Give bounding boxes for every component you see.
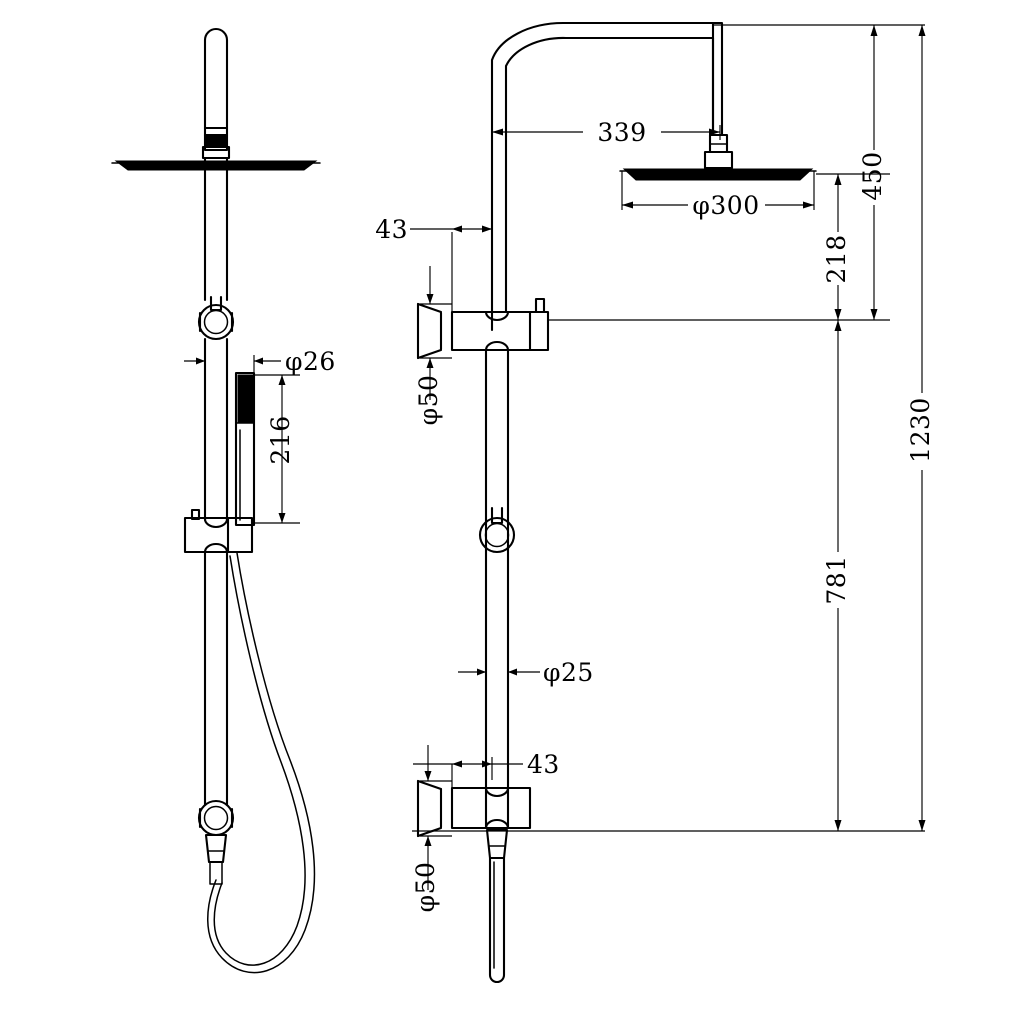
arrowhead-218-bottom bbox=[834, 309, 842, 320]
arrowhead-450-bottom bbox=[870, 309, 878, 320]
side-hose-inner bbox=[213, 555, 306, 966]
front-upper-bracket-saddle-bottom bbox=[484, 341, 510, 352]
arrowhead-339-left bbox=[492, 128, 503, 136]
label-rail-diameter: φ25 bbox=[543, 658, 594, 687]
side-holder-saddle-top bbox=[203, 517, 229, 528]
arrowhead-43u-left bbox=[482, 225, 492, 233]
arrowhead-43u-right bbox=[452, 225, 462, 233]
front-gooseneck-outer bbox=[490, 21, 715, 142]
arrowhead-d50l-bottom bbox=[424, 836, 432, 846]
front-lower-bracket-saddle-top bbox=[484, 786, 510, 797]
arrowhead-d26-right bbox=[254, 357, 263, 365]
label-lower-bracket-offset: 43 bbox=[527, 750, 560, 779]
front-view-dimensions bbox=[410, 24, 926, 890]
front-lower-plate-top bbox=[416, 779, 443, 791]
arrowhead-216-top bbox=[278, 375, 286, 385]
front-gooseneck-inner bbox=[504, 36, 715, 142]
front-lower-bracket-body bbox=[450, 786, 532, 830]
side-upper-bracket-ring-inner bbox=[203, 309, 229, 335]
front-hose-stub bbox=[488, 856, 506, 984]
front-upper-plate-top bbox=[416, 302, 443, 314]
front-lower-bracket-saddle-bottom bbox=[484, 819, 510, 830]
front-upper-plate-bottom bbox=[416, 348, 443, 360]
label-upper-plate-diameter: φ50 bbox=[414, 375, 443, 426]
arrowhead-218-top bbox=[834, 174, 842, 185]
arrowhead-d50u-top bbox=[426, 294, 434, 304]
front-diverter-stub bbox=[534, 297, 546, 314]
arrowhead-450-top bbox=[870, 25, 878, 36]
side-lower-holder-stub bbox=[190, 508, 201, 521]
label-head-drop: 218 bbox=[822, 234, 851, 283]
label-hand-shower-length: 216 bbox=[266, 415, 295, 464]
side-outlet-neck bbox=[209, 861, 223, 885]
front-view-geometry bbox=[416, 21, 817, 984]
side-holder-saddle-bottom bbox=[203, 543, 229, 554]
side-upper-bracket-stub bbox=[209, 295, 223, 312]
front-outlet-cone bbox=[485, 828, 509, 860]
front-slider-ring-outer bbox=[478, 516, 516, 554]
front-slider-stub bbox=[490, 506, 504, 525]
front-lower-plate-bottom bbox=[416, 826, 443, 838]
side-hose-outer bbox=[207, 552, 316, 974]
front-diverter-knob bbox=[528, 310, 550, 352]
label-arm-reach: 339 bbox=[597, 118, 646, 147]
side-hand-shower-head bbox=[237, 374, 255, 424]
front-gooseneck-downleg-outer bbox=[711, 21, 724, 137]
arrowhead-d25-left bbox=[477, 668, 486, 676]
arrowhead-1230-bottom bbox=[918, 820, 926, 831]
side-view-geometry bbox=[111, 28, 321, 974]
side-lower-ring-inner bbox=[203, 805, 229, 831]
arrowhead-43l-right bbox=[452, 760, 462, 768]
side-outlet-cone bbox=[204, 833, 228, 864]
arrowhead-216-bottom bbox=[278, 513, 286, 523]
front-slider-ring-inner bbox=[484, 522, 510, 548]
label-hand-shower-diameter: φ26 bbox=[285, 347, 336, 376]
side-view-dimensions bbox=[184, 355, 300, 524]
side-hand-shower-body bbox=[234, 371, 256, 527]
arrowhead-d26-left bbox=[196, 357, 205, 365]
arrowhead-d50u-bottom bbox=[426, 358, 434, 368]
dimension-labels: φ26 216 339 φ300 450 218 43 φ50 φ25 43 φ… bbox=[266, 118, 935, 912]
label-bracket-to-bracket: 781 bbox=[822, 555, 851, 604]
arrowhead-43l-left bbox=[482, 760, 492, 768]
arrowhead-339-right bbox=[709, 128, 720, 136]
arrowhead-781-bottom bbox=[834, 820, 842, 831]
side-head-stem bbox=[201, 145, 231, 160]
label-shower-head-diameter: φ300 bbox=[692, 191, 759, 220]
label-head-to-top: 450 bbox=[858, 151, 887, 200]
front-upper-bracket-saddle-top bbox=[484, 310, 510, 321]
side-collar-block bbox=[204, 135, 228, 147]
arrowhead-781-top bbox=[834, 320, 842, 331]
arrowhead-d300-left bbox=[622, 201, 633, 209]
arrowhead-d25-right bbox=[508, 668, 517, 676]
side-lower-holder-body bbox=[183, 516, 254, 554]
label-upper-bracket-offset: 43 bbox=[375, 215, 408, 244]
label-lower-plate-diameter: φ50 bbox=[411, 862, 440, 913]
side-riser-top-cap bbox=[203, 28, 229, 152]
arrowhead-d50l-top bbox=[424, 771, 432, 781]
front-head-stem bbox=[703, 150, 734, 170]
label-overall-height: 1230 bbox=[906, 397, 935, 463]
arrowhead-d300-right bbox=[803, 201, 814, 209]
arrowhead-1230-top bbox=[918, 25, 926, 36]
